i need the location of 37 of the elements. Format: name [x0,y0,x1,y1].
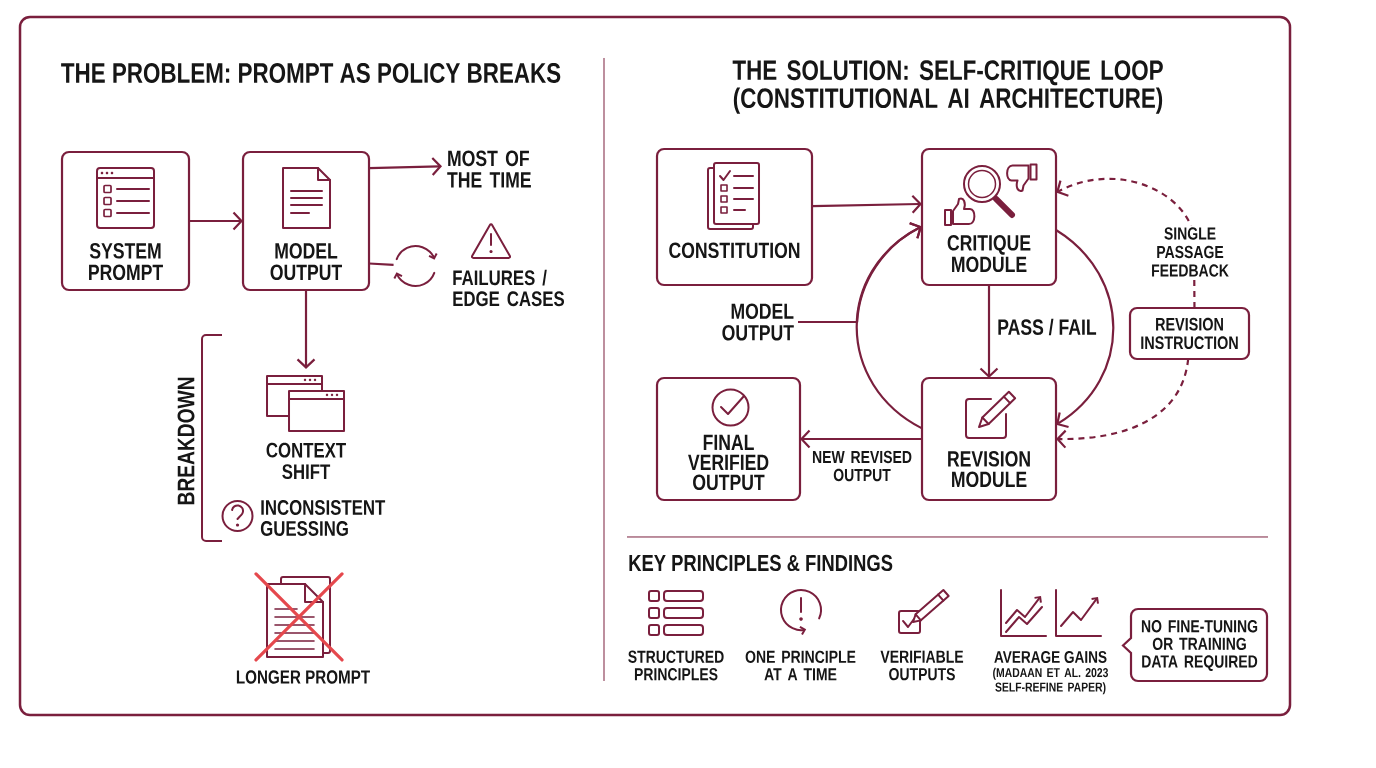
icon-caption: LONGER PROMPT [236,670,370,684]
arrow [1055,229,1115,429]
cycle-icon [393,245,438,287]
process-box: REVISION MODULE [920,376,1058,502]
process-box: FINAL VERIFIED OUTPUT [655,376,802,502]
connector-line [368,262,394,266]
icon-caption: VERIFIABLE OUTPUTS [880,650,964,681]
arrow [798,222,922,324]
section-heading: THE PROBLEM: PROMPT AS POLICY BREAKS [61,63,561,83]
process-box: CONSTITUTION [655,147,814,287]
icon-caption: INCONSISTENT GUESSING [260,500,386,536]
edge-label: PASS / FAIL [995,316,1099,338]
arrow [296,290,316,369]
instruction-box: REVISION INSTRUCTION [1128,306,1251,361]
icon-caption: STRUCTURED PRINCIPLES [628,650,724,681]
edge-label: NEW REVISED OUTPUT [808,448,916,484]
arrow [812,194,922,214]
arrow [855,222,923,430]
arrow [979,285,999,378]
process-box: CRITIQUE MODULE [920,147,1058,287]
arrow [369,157,442,176]
icon-caption: FAILURES / EDGE CASES [453,269,565,307]
icon-caption: ONE PRINCIPLE AT A TIME [745,650,856,681]
speech-bubble: NO FINE-TUNING OR TRAINING DATA REQUIRED [1121,607,1269,683]
text-label: MODEL OUTPUT [722,303,794,341]
citation-note: (MADAAN ET AL. 2023 SELF-REFINE PAPER) [993,667,1109,695]
edge-label: SINGLE PASSAGE FEEDBACK [1145,225,1235,279]
process-box: SYSTEM PROMPT [60,150,191,292]
text-label: CONTEXT SHIFT [266,442,346,480]
section-heading: KEY PRINCIPLES & FINDINGS [629,554,893,572]
arrow [800,429,922,449]
arrow [189,211,243,231]
dashed-arrow [1056,358,1190,449]
text-label: MOST OF THE TIME [447,150,531,188]
process-box: MODEL OUTPUT [241,150,371,292]
section-heading: THE SOLUTION: SELF-CRITIQUE LOOP (CONSTITUTIONAL AI ARCHITECTURE) [732,60,1163,114]
bracket-label: BREAKDOWN [177,377,195,505]
